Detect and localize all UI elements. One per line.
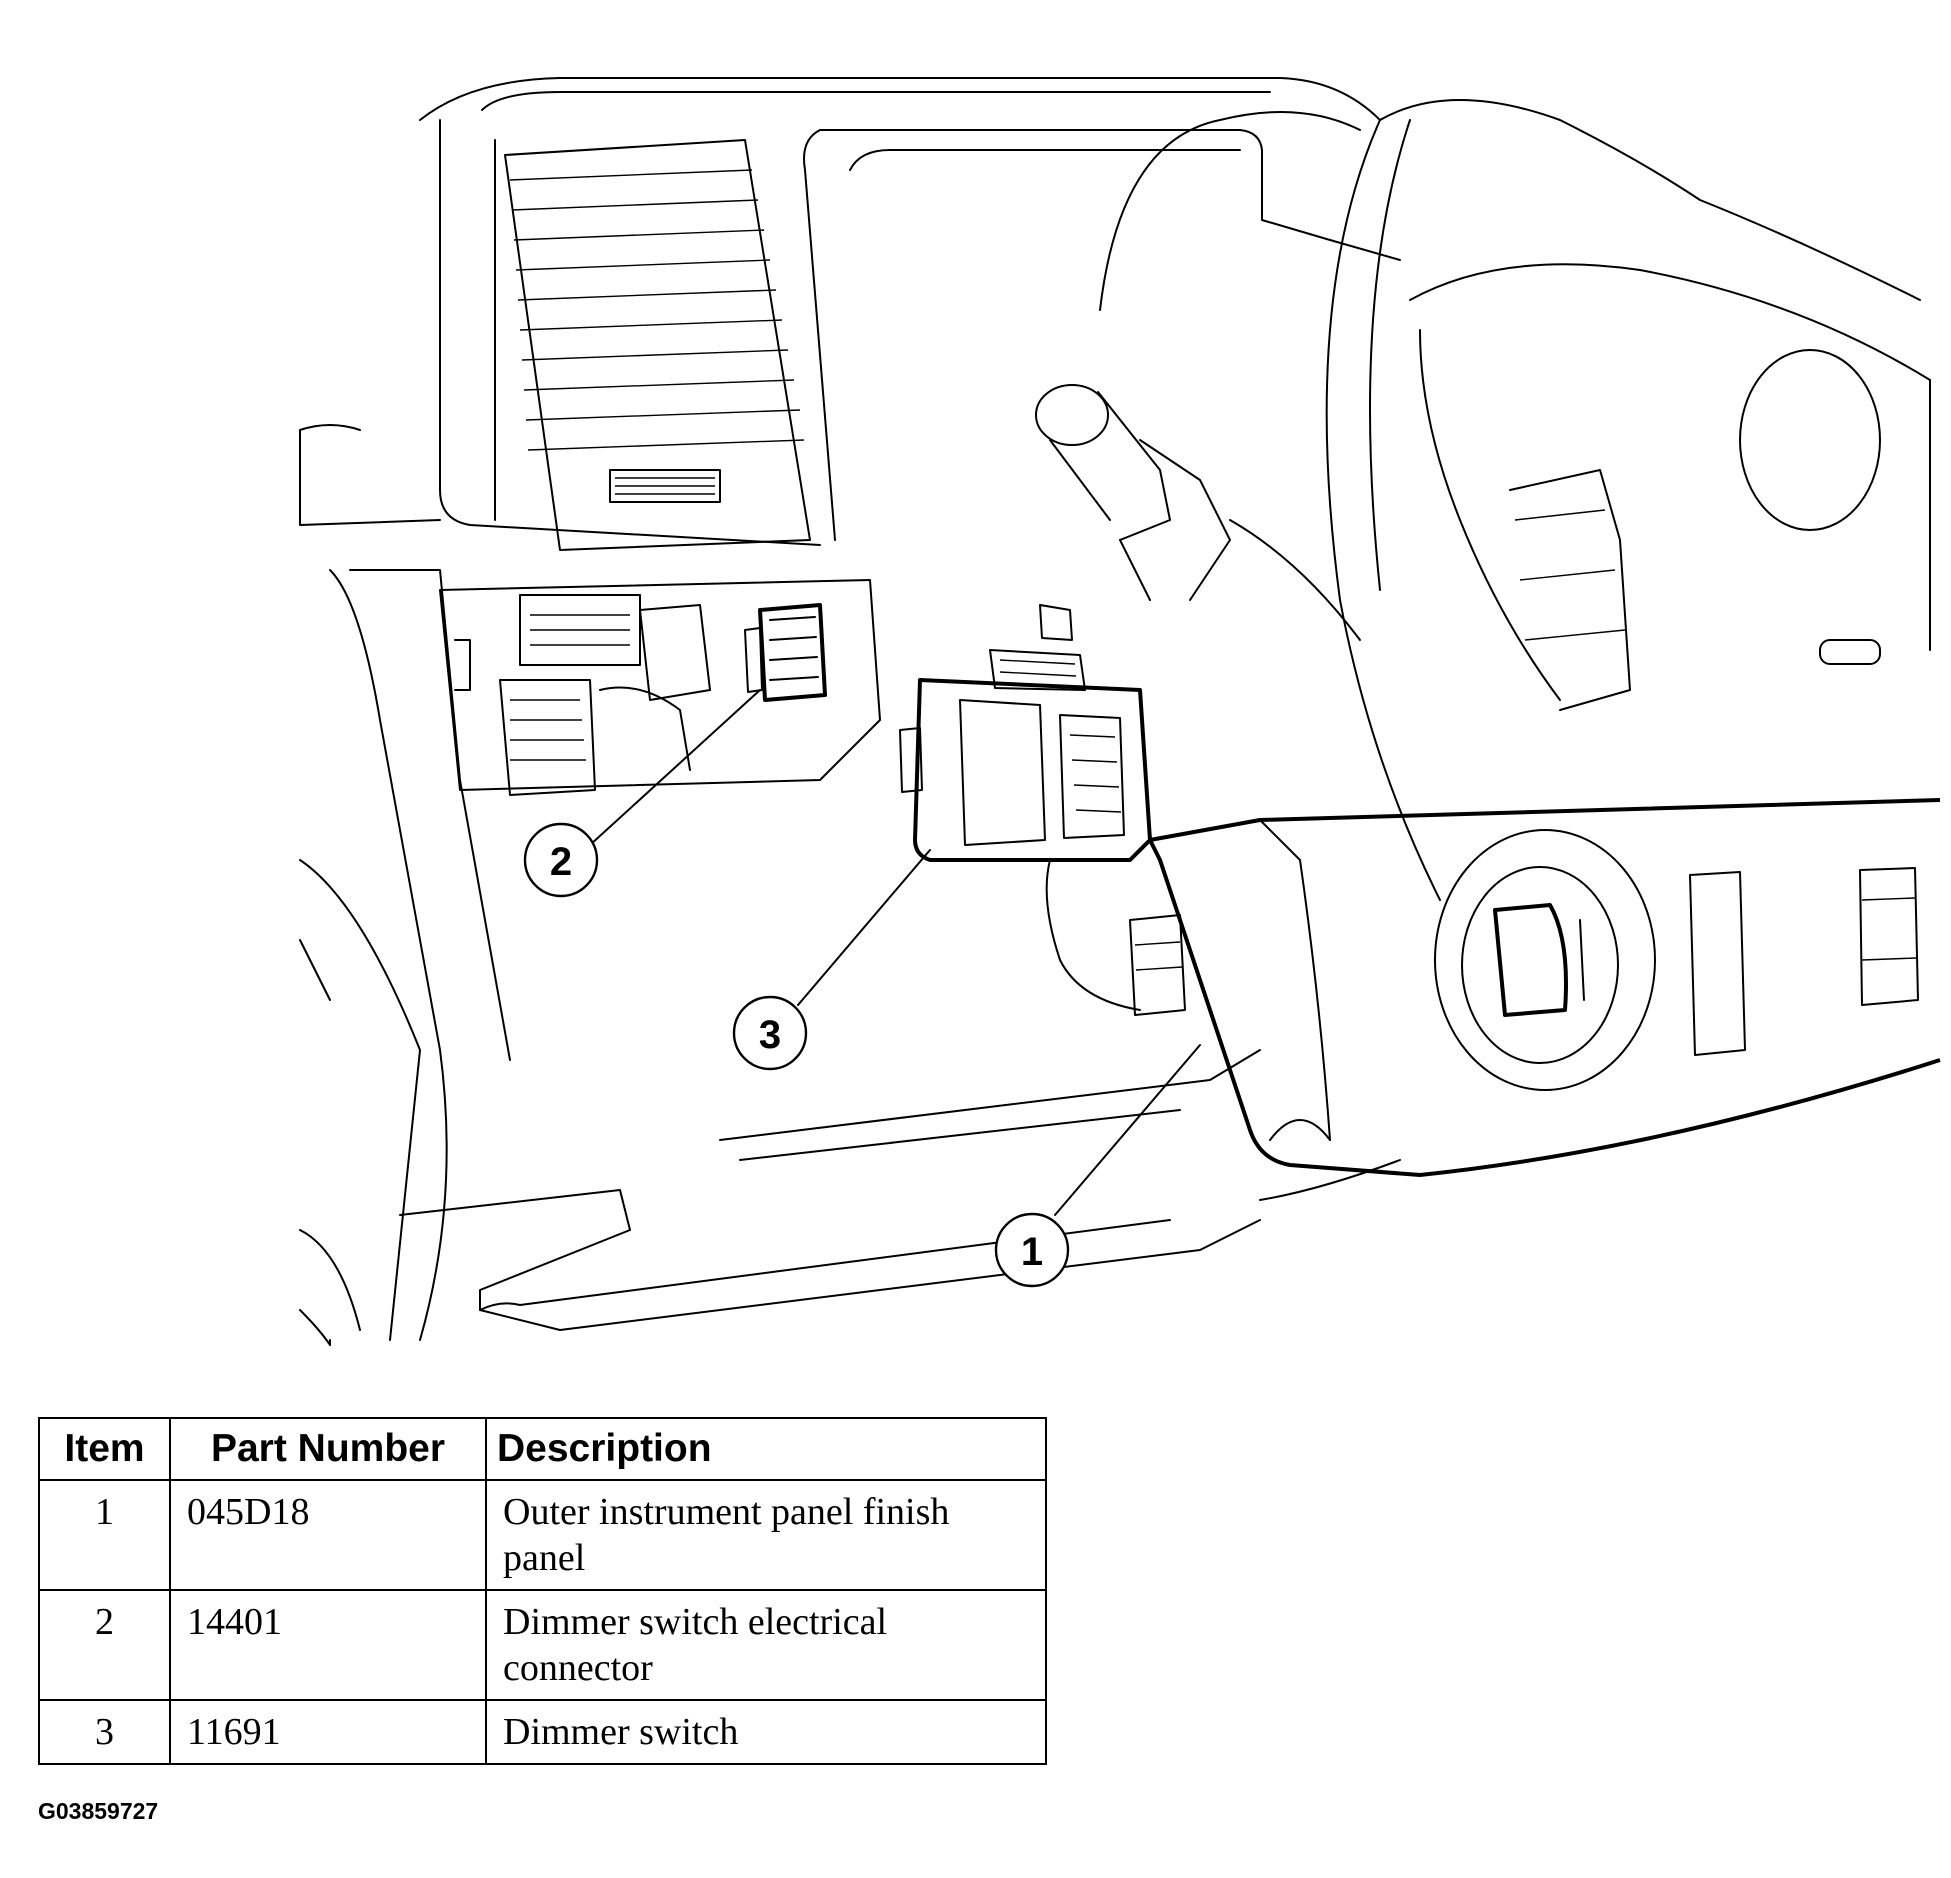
- dimmer-switch-connector: [744, 603, 827, 702]
- header-item: Item: [38, 1417, 171, 1481]
- steering-column: [1035, 111, 1361, 641]
- figure-id: G03859727: [38, 1798, 159, 1824]
- table-row: 1 045D18 Outer instrument panel finish p…: [38, 1479, 1047, 1591]
- cell-description: Dimmer switch: [485, 1699, 1047, 1765]
- air-vent: [504, 139, 811, 551]
- instrument-panel-illustration: 2 3 1: [299, 77, 1941, 1346]
- cell-description: Dimmer switch electrical connector: [485, 1589, 1047, 1701]
- header-description: Description: [485, 1417, 1047, 1481]
- finish-panel: [1129, 798, 1941, 1177]
- header-part-number: Part Number: [169, 1417, 487, 1481]
- leader-lines: [589, 689, 1201, 1216]
- cell-part-number: 045D18: [169, 1479, 487, 1591]
- cell-item: 1: [38, 1479, 171, 1591]
- svg-text:2: 2: [550, 840, 572, 884]
- fuse-box-area: [439, 579, 881, 796]
- steering-wheel: [1325, 119, 1931, 901]
- cell-part-number: 14401: [169, 1589, 487, 1701]
- cell-description: Outer instrument panel finish panel: [485, 1479, 1047, 1591]
- callout-1: 1: [994, 1212, 1070, 1288]
- cell-item: 3: [38, 1699, 171, 1765]
- svg-text:3: 3: [759, 1013, 781, 1057]
- dashboard-bezel: [299, 77, 1921, 546]
- lower-trim: [399, 1049, 1401, 1331]
- callout-3: 3: [732, 995, 808, 1071]
- table-row: 3 11691 Dimmer switch: [38, 1699, 1047, 1765]
- lower-left-panel: [299, 569, 511, 1346]
- cell-part-number: 11691: [169, 1699, 487, 1765]
- cell-item: 2: [38, 1589, 171, 1701]
- dimmer-switch: [899, 604, 1152, 1011]
- callout-2: 2: [523, 822, 599, 898]
- table-row: 2 14401 Dimmer switch electrical connect…: [38, 1589, 1047, 1701]
- table-header-row: Item Part Number Description: [38, 1417, 1047, 1481]
- parts-table: Item Part Number Description 1 045D18 Ou…: [38, 1417, 1047, 1765]
- svg-text:1: 1: [1021, 1230, 1043, 1274]
